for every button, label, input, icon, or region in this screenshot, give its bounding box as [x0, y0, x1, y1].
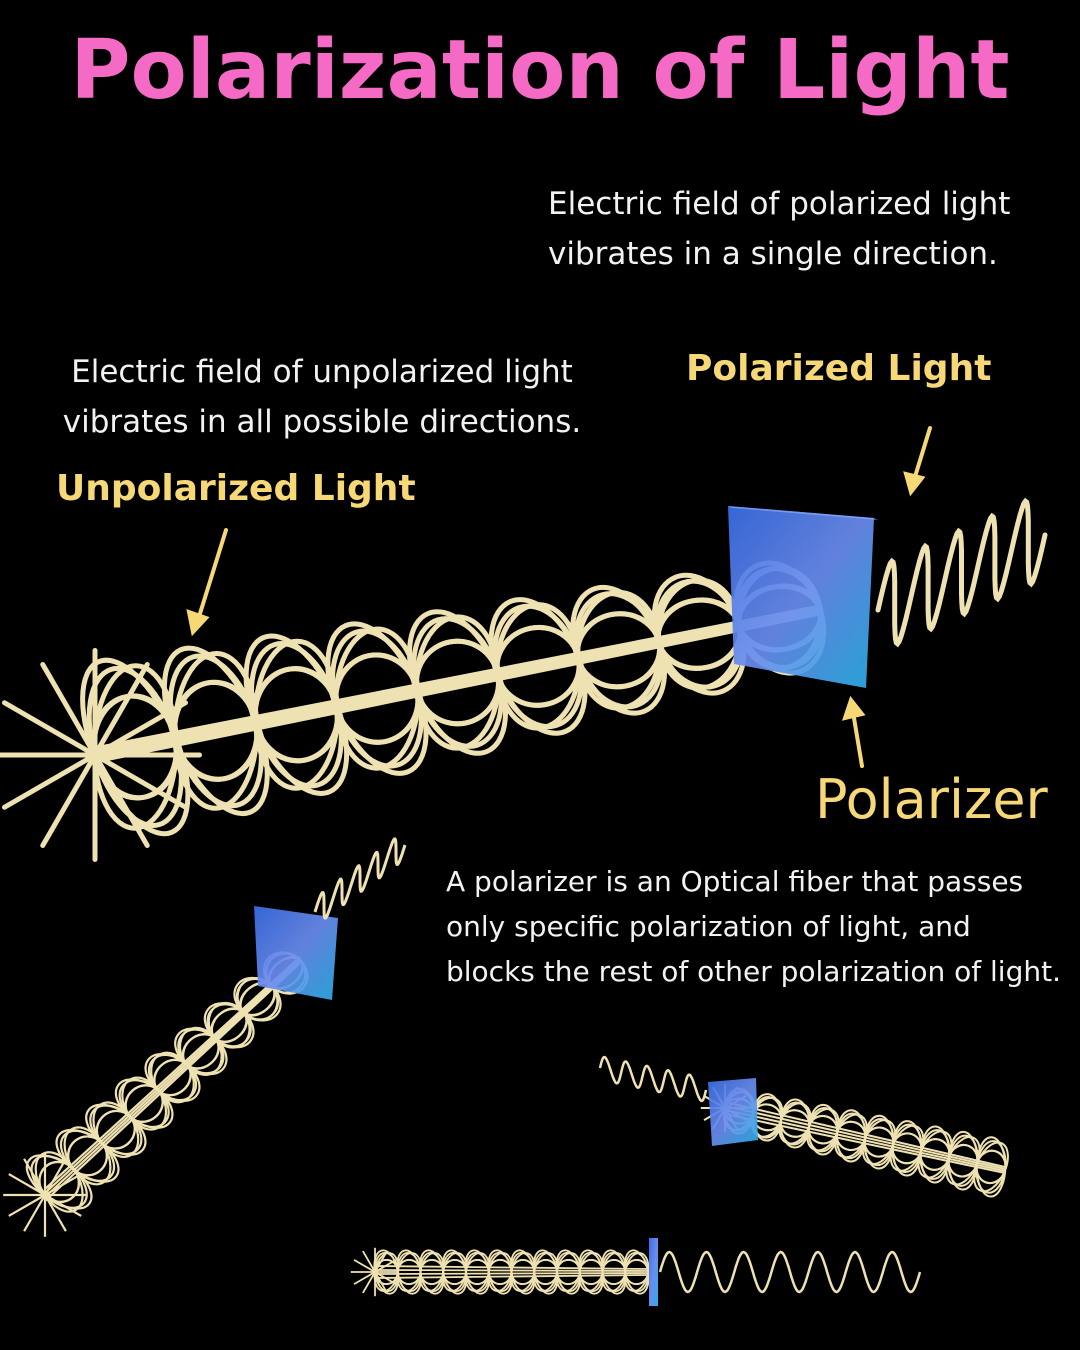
arrow-icons [186, 426, 932, 768]
polarized-light-label: Polarized Light [686, 348, 992, 389]
polarizer-small-1 [254, 906, 338, 1000]
polarizer-small-3 [649, 1238, 658, 1306]
unpolarized-beam-main [0, 560, 827, 862]
unpolarized-beam-small-3 [350, 1247, 650, 1297]
polarizer-description: A polarizer is an Optical fiber that pas… [446, 865, 1061, 988]
unpolarized-light-label: Unpolarized Light [56, 468, 416, 509]
polarizer-main [728, 506, 878, 688]
polarized-wave-small-3 [658, 1250, 922, 1294]
page-title: Polarization of Light [70, 23, 1010, 118]
arrow-down-unpolarized-icon [186, 528, 228, 637]
arrow-down-polarized-icon [903, 426, 932, 497]
polarized-description: Electric field of polarized light vibrat… [548, 186, 1011, 272]
polarizer-label: Polarizer [815, 768, 1048, 831]
unpolarized-description: Electric field of unpolarized light vibr… [62, 354, 582, 440]
polarized-wave-small-1 [313, 837, 407, 920]
polarized-wave-small-2 [598, 1055, 708, 1103]
polarized-wave-main [875, 497, 1048, 648]
polarizer-small-2 [708, 1078, 758, 1146]
arrow-up-polarizer-icon [841, 695, 866, 768]
